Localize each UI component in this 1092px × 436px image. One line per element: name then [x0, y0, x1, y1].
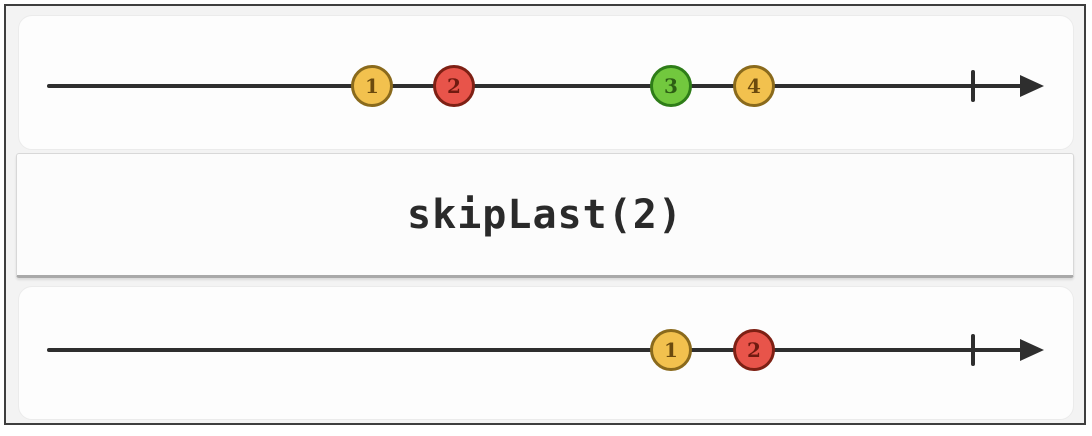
operator-box: skipLast(2) — [16, 153, 1074, 278]
source-stream-panel — [18, 15, 1074, 150]
output-stream-panel — [18, 286, 1074, 420]
operator-label: skipLast(2) — [407, 191, 683, 238]
